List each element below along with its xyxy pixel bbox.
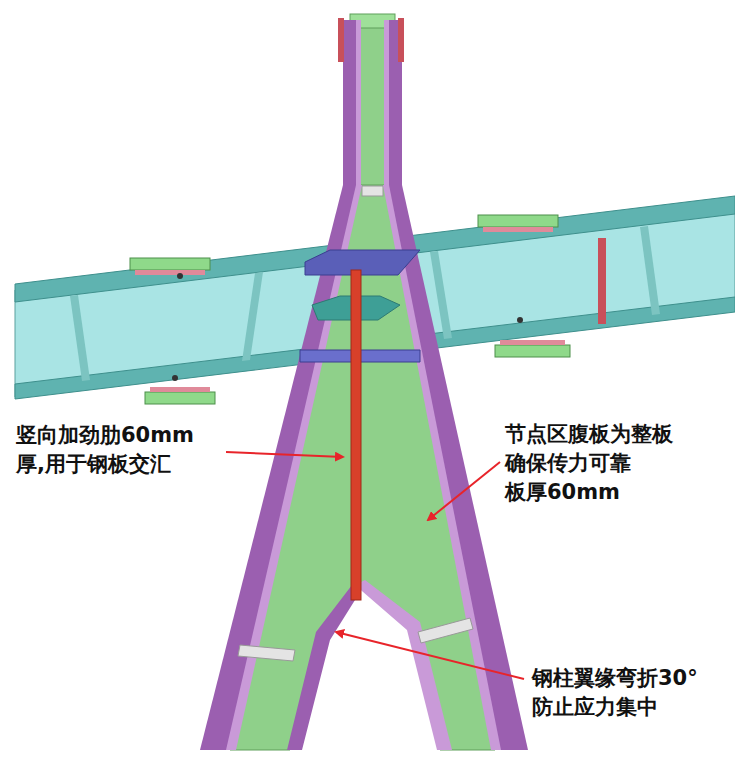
leader-arrow	[428, 462, 500, 520]
leader-arrow	[226, 452, 343, 457]
callout-note: 竖向加劲肋60mm 厚,用于钢板交汇	[16, 421, 216, 479]
callout-note: 节点区腹板为整板 确保传力可靠 板厚60mm	[505, 420, 720, 507]
steel-column	[200, 14, 528, 750]
leader-arrow	[336, 632, 524, 679]
callout-note: 钢柱翼缘弯折30° 防止应力集中	[532, 664, 727, 722]
